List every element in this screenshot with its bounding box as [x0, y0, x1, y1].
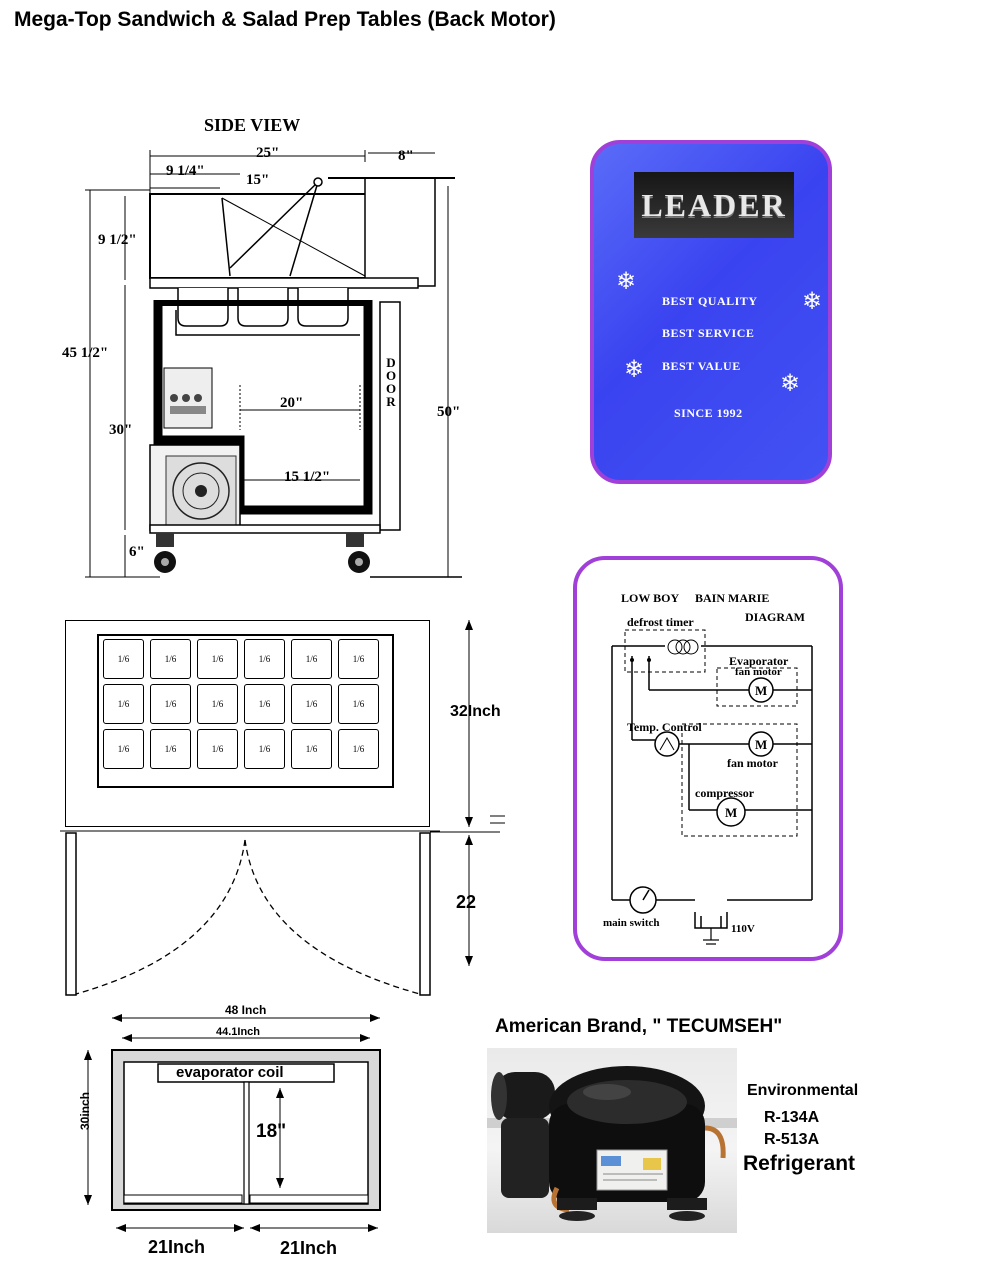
dim-left-width: 21Inch: [148, 1237, 206, 1257]
wiring-title-left: LOW BOY: [621, 591, 680, 605]
compressor-motor-symbol: M: [725, 805, 738, 820]
pan-cell: 1/6: [291, 729, 332, 769]
tagline-value: BEST VALUE: [662, 359, 741, 373]
dim-inner-height: 18": [256, 1121, 287, 1142]
pan-cell: 1/6: [338, 684, 379, 724]
dim-total-height: 45 1/2": [62, 345, 109, 361]
pan-cell: 1/6: [103, 729, 144, 769]
dim-depth-32: 32Inch: [450, 703, 501, 720]
env-line-r513a: R-513A: [764, 1131, 820, 1148]
dim-caster-height: 6": [129, 544, 145, 560]
tagline-quality: BEST QUALITY: [662, 294, 758, 308]
main-switch-label: main switch: [603, 917, 660, 929]
pan-cell: 1/6: [244, 684, 285, 724]
evaporator-label: Evaporator: [729, 654, 789, 668]
dim-inner-width: 44.1Inch: [216, 1026, 261, 1038]
wiring-title-right: BAIN MARIE: [695, 591, 770, 605]
side-view-drawing: [85, 150, 462, 578]
snowflake-icon: ❄: [802, 288, 823, 315]
tagline-service: BEST SERVICE: [662, 326, 755, 340]
env-line-r134a: R-134A: [764, 1109, 820, 1126]
dim-top-width: 25": [256, 145, 280, 161]
pan-cell: 1/6: [244, 729, 285, 769]
top-view-outline: [65, 620, 430, 827]
dim-cabinet-height: 30": [109, 422, 133, 438]
wiring-schematic: [611, 629, 813, 945]
wiring-diagram-panel: LOW BOY BAIN MARIE DIAGRAM defrost timer…: [573, 556, 843, 961]
dim-lid-width: 15": [246, 172, 270, 188]
since-text: SINCE 1992: [674, 406, 743, 420]
pan-cell: 1/6: [338, 729, 379, 769]
dim-overall-height: 50": [437, 404, 461, 420]
pan-cell: 1/6: [197, 729, 238, 769]
pan-cell: 1/6: [150, 684, 191, 724]
evap-motor-symbol: M: [755, 683, 768, 698]
leader-logo: LEADER: [634, 172, 794, 238]
dim-floor-depth: 15 1/2": [284, 469, 331, 485]
dim-back-overhang: 8": [398, 148, 414, 164]
dim-interior-depth: 20": [280, 395, 304, 411]
leader-brand-panel: LEADER ❄ ❄ ❄ ❄ BEST QUALITY BEST SERVICE…: [590, 140, 832, 484]
cross-section-drawing: [84, 1014, 381, 1232]
defrost-timer-label: defrost timer: [627, 615, 694, 629]
refrigerant-label: Refrigerant: [743, 1152, 856, 1175]
compressor-illustration: [487, 1066, 737, 1221]
compressor-brand-line: American Brand, " TECUMSEH": [495, 1016, 783, 1037]
pan-cell: 1/6: [291, 639, 332, 679]
compressor-label: compressor: [695, 786, 755, 800]
fan-motor-label: fan motor: [727, 756, 778, 770]
pan-cell: 1/6: [244, 639, 285, 679]
dim-height-30: 30inch: [78, 1091, 92, 1130]
pan-cell: 1/6: [197, 684, 238, 724]
pan-cell: 1/6: [150, 729, 191, 769]
pan-cell: 1/6: [291, 684, 332, 724]
pan-cell: 1/6: [197, 639, 238, 679]
env-line-environmental: Environmental: [747, 1082, 859, 1099]
evap-fan-label: fan motor: [735, 666, 782, 678]
dim-right-width: 21Inch: [280, 1238, 338, 1258]
wiring-title-diagram: DIAGRAM: [745, 610, 805, 624]
dim-rail-width: 9 1/4": [166, 163, 205, 179]
pan-cell: 1/6: [338, 639, 379, 679]
temp-control-label: Temp. Control: [627, 720, 702, 734]
voltage-label: 110V: [731, 923, 755, 935]
dim-top-height: 9 1/2": [98, 232, 137, 248]
snowflake-icon: ❄: [780, 370, 801, 397]
side-view-title: SIDE VIEW: [204, 115, 301, 135]
pan-cell: 1/6: [103, 639, 144, 679]
dim-door-swing: 22: [456, 892, 477, 912]
coil-label: evaporator coil: [176, 1064, 284, 1081]
snowflake-icon: ❄: [616, 268, 637, 295]
snowflake-icon: ❄: [624, 356, 645, 383]
fan-motor-symbol: M: [755, 737, 768, 752]
page-title: Mega-Top Sandwich & Salad Prep Tables (B…: [14, 8, 556, 31]
dim-outer-width: 48 Inch: [225, 1003, 267, 1017]
pan-cell: 1/6: [103, 684, 144, 724]
pan-cell: 1/6: [150, 639, 191, 679]
door-label: D O O R: [385, 355, 397, 409]
top-view-dims: [60, 620, 505, 996]
compressor-photo: [487, 1048, 737, 1233]
